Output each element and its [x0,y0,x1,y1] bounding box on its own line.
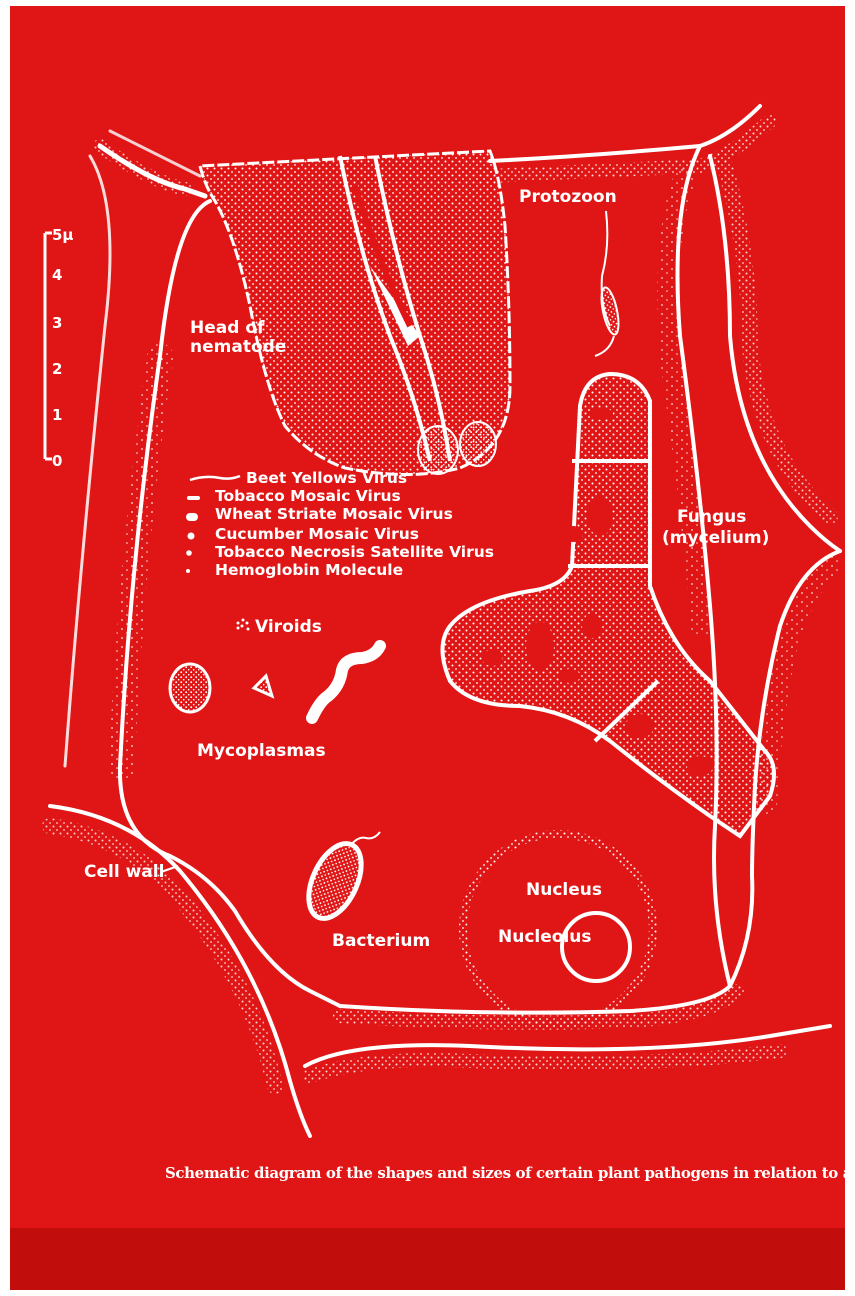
label-head-of-nematode-2: nematode [190,337,286,357]
legend-tobacco-mosaic-virus: Tobacco Mosaic Virus [215,487,401,505]
label-protozoon: Protozoon [519,187,617,207]
scale-tick-2: 2 [52,360,62,378]
legend-beet-yellows-virus: Beet Yellows Virus [246,469,407,487]
label-nucleolus: Nucleolus [498,927,592,947]
legend-tobacco-necrosis-satellite-virus: Tobacco Necrosis Satellite Virus [215,543,494,561]
nematode-lip-left [418,426,458,474]
protozoon [595,211,622,356]
legend-wheat-striate-mosaic-virus: Wheat Striate Mosaic Virus [215,505,453,523]
label-viroids: Viroids [255,617,322,637]
plant-cell-diagram: Beet Yellows Virus Tobacco Mosaic Virus … [10,6,845,1290]
cell-wall-left-outer [65,156,110,766]
scale-tick-4: 4 [52,266,62,284]
bacterium [298,832,380,927]
mycoplasmas [170,646,380,718]
diagram-slide: Beet Yellows Virus Tobacco Mosaic Virus … [10,6,845,1290]
nematode-outline [200,151,510,475]
scale-tick-0: 0 [52,452,62,470]
label-nucleus: Nucleus [526,880,602,900]
label-bacterium: Bacterium [332,931,430,951]
figure-caption: Schematic diagram of the shapes and size… [165,1164,845,1182]
viroids-mark [237,619,250,631]
label-head-of-nematode-1: Head of [190,318,265,338]
legend-cucumber-mosaic-virus: Cucumber Mosaic Virus [215,525,419,543]
label-fungus-2: (mycelium) [662,528,769,548]
nucleolus-shape [562,913,630,981]
label-fungus-1: Fungus [677,507,746,527]
nematode-lip-right [460,422,496,466]
legend-hemoglobin-molecule: Hemoglobin Molecule [215,561,403,579]
scale-tick-3: 3 [52,314,62,332]
scale-bar: 5μ 4 3 2 1 0 [45,226,73,470]
scale-tick-1: 1 [52,406,62,424]
nematode-head [200,151,510,475]
legend-labels: Beet Yellows Virus Tobacco Mosaic Virus … [215,469,494,579]
label-mycoplasmas: Mycoplasmas [197,741,326,761]
scale-tick-5: 5μ [52,226,73,244]
label-cell-wall: Cell wall [84,862,164,882]
